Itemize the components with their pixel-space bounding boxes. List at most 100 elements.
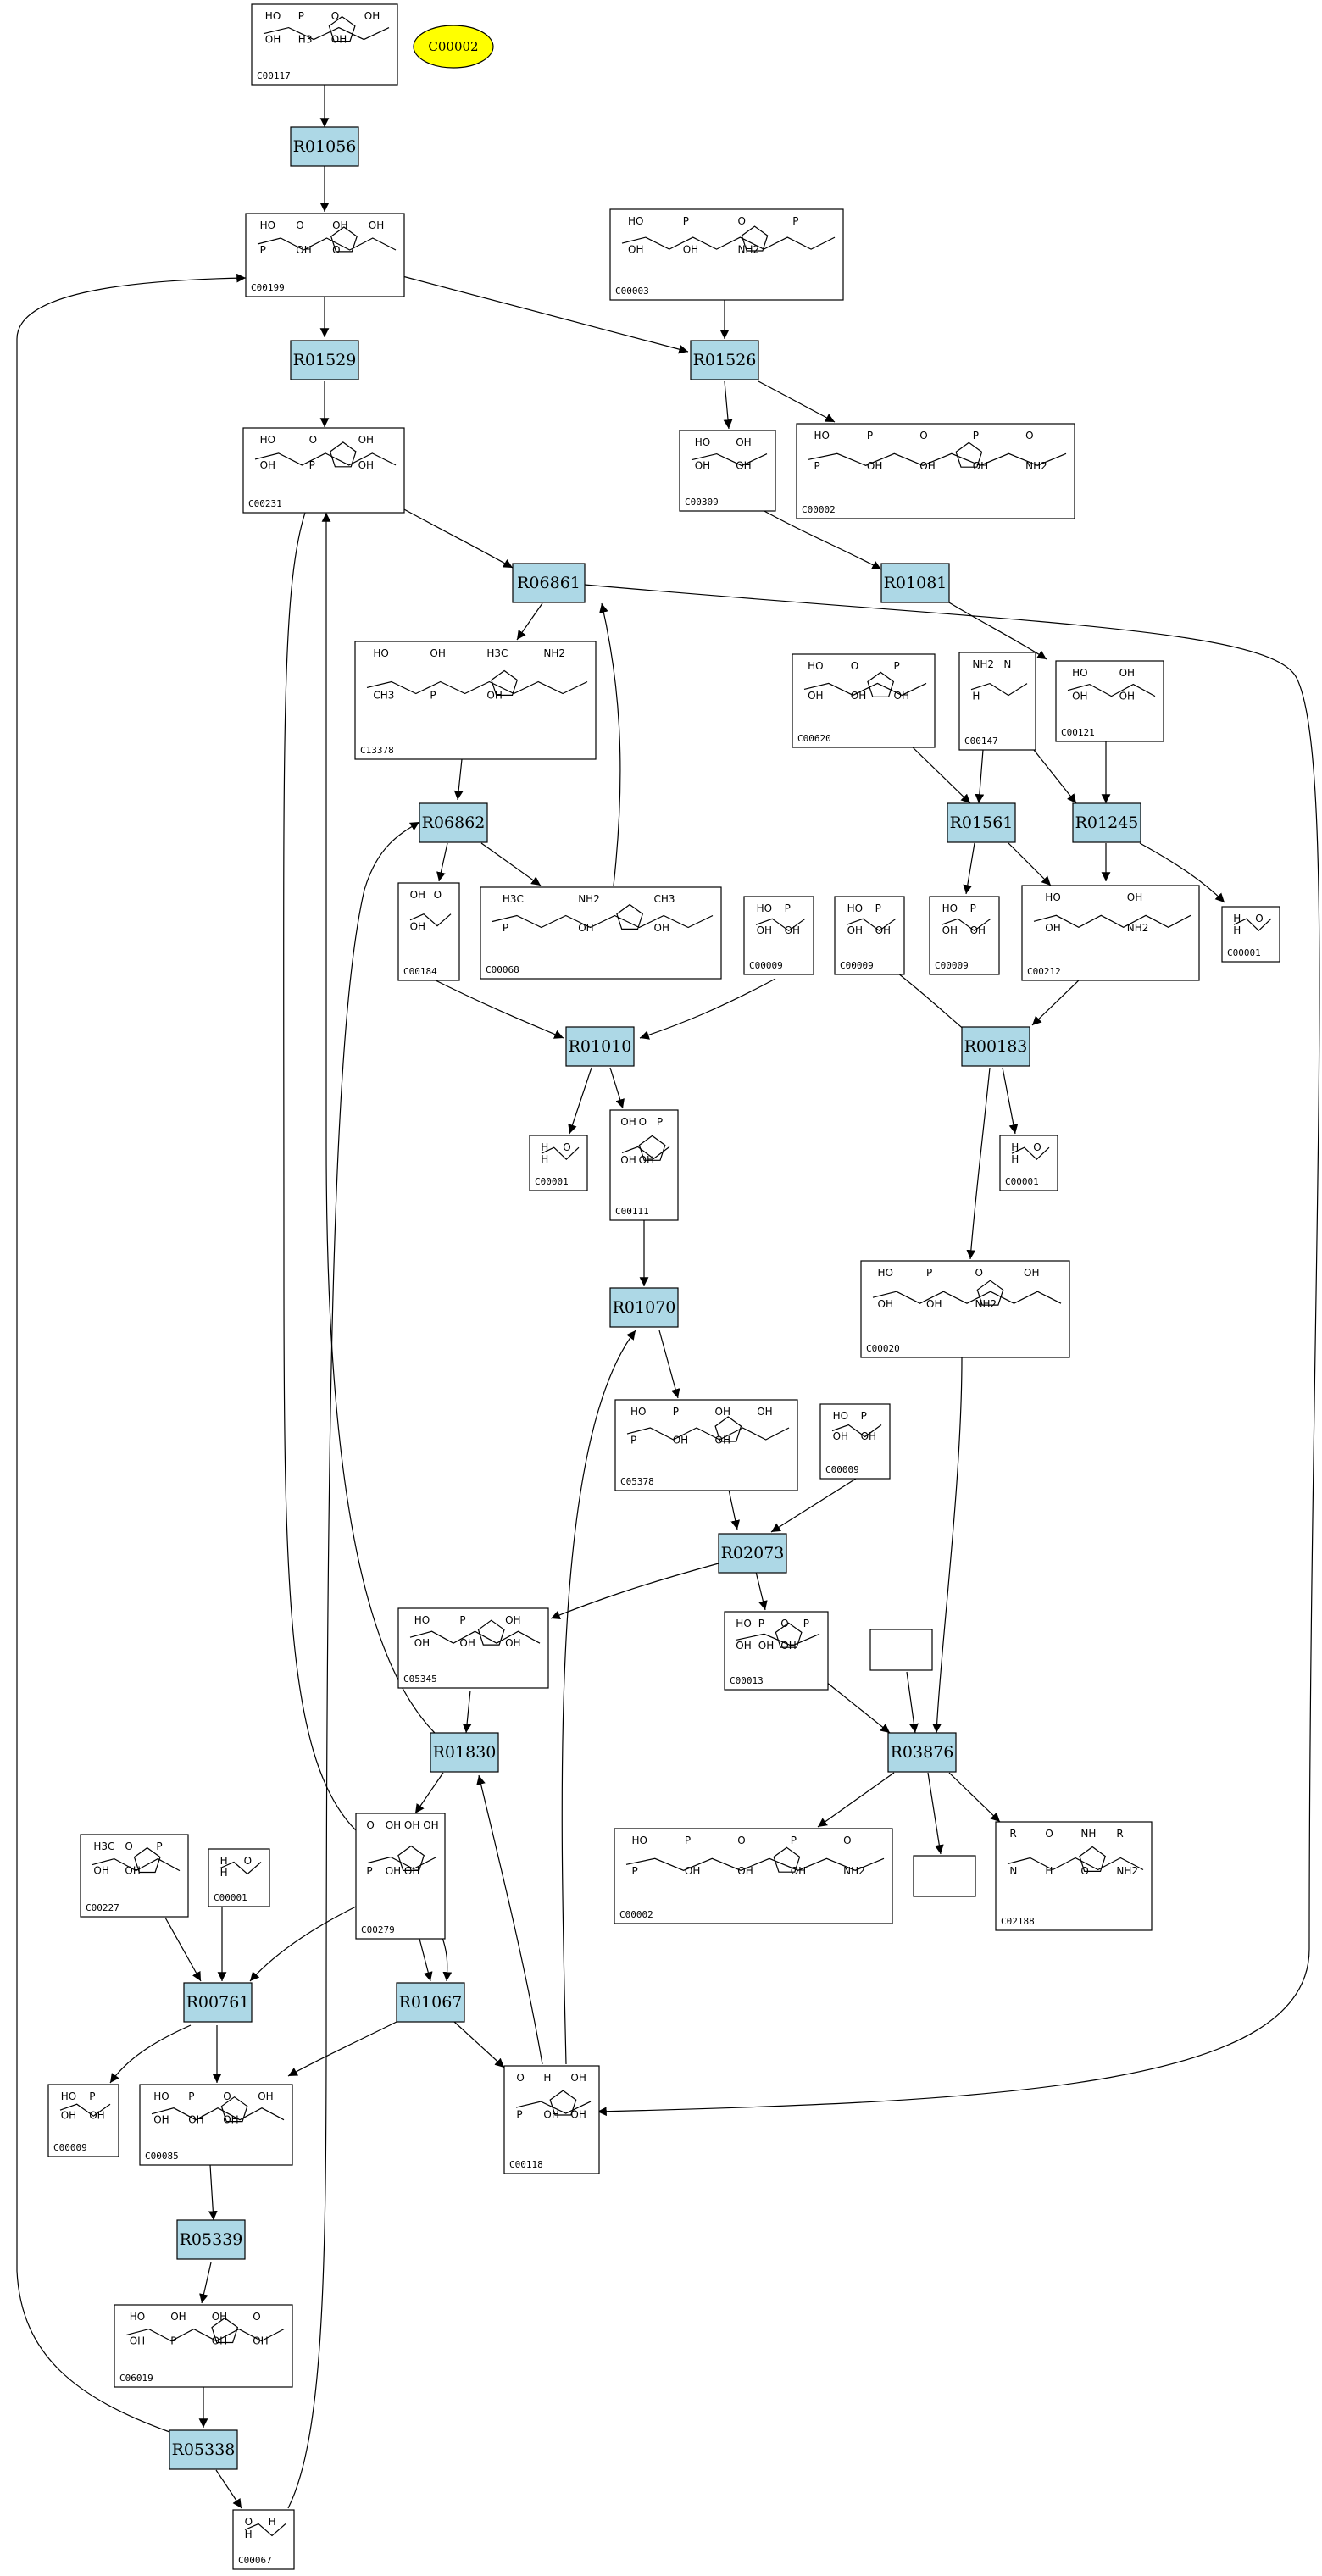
ring bbox=[397, 1845, 425, 1871]
compound-id-label: C06019 bbox=[119, 2373, 153, 2384]
compound-id-label: C00068 bbox=[486, 964, 519, 975]
edge-c00231-r06861 bbox=[402, 508, 514, 569]
compound-id-label: C00212 bbox=[1027, 966, 1061, 977]
reaction-r01070[interactable]: R01070 bbox=[609, 1287, 679, 1328]
compound-box bbox=[609, 208, 844, 301]
compound-cblank2[interactable] bbox=[913, 1855, 976, 1897]
compound-id-label: C05378 bbox=[620, 1476, 654, 1487]
atom-label: OH bbox=[1127, 891, 1142, 903]
atom-label: OH bbox=[386, 1865, 401, 1877]
reaction-r00761[interactable]: R00761 bbox=[183, 1982, 253, 2023]
ring bbox=[133, 1846, 161, 1874]
reaction-r03876[interactable]: R03876 bbox=[887, 1732, 957, 1773]
reaction-r01529[interactable]: R01529 bbox=[290, 340, 359, 380]
reaction-r05339[interactable]: R05339 bbox=[176, 2219, 246, 2260]
ring bbox=[638, 1135, 666, 1161]
bond-chain bbox=[941, 918, 992, 932]
compound-box bbox=[114, 2304, 293, 2388]
reaction-r01081[interactable]: R01081 bbox=[880, 563, 950, 603]
highlight-compound-node[interactable]: C00002 bbox=[413, 25, 494, 69]
atom-label: OH bbox=[715, 1406, 730, 1418]
bond-chain bbox=[263, 26, 390, 41]
atom-label: H bbox=[1045, 1865, 1053, 1877]
atom-label: OH bbox=[410, 921, 425, 933]
edge-r02073-c00013 bbox=[755, 1571, 768, 1611]
reaction-r01561[interactable]: R01561 bbox=[947, 802, 1016, 843]
compound-box bbox=[1021, 885, 1200, 981]
compound-id-label: C00147 bbox=[964, 736, 998, 747]
atom-label: OH bbox=[486, 690, 502, 702]
compound-id-label: C02188 bbox=[1001, 1916, 1035, 1927]
reaction-r01830[interactable]: R01830 bbox=[430, 1732, 499, 1773]
atom-label: OH bbox=[919, 460, 935, 472]
atom-label: OH bbox=[620, 1154, 636, 1166]
reaction-label: R01561 bbox=[950, 813, 1014, 832]
reaction-r02073[interactable]: R02073 bbox=[718, 1533, 787, 1574]
bond-chain bbox=[515, 2101, 592, 2114]
atom-label: OH bbox=[1072, 691, 1087, 702]
edge-c00212-r00183 bbox=[1031, 978, 1081, 1026]
reaction-r01010[interactable]: R01010 bbox=[565, 1026, 635, 1067]
reaction-r01067[interactable]: R01067 bbox=[396, 1982, 465, 2023]
compound-cblank1[interactable] bbox=[869, 1629, 933, 1671]
atom-label: HO bbox=[1072, 667, 1087, 679]
reaction-r01245[interactable]: R01245 bbox=[1072, 802, 1141, 843]
reaction-r01526[interactable]: R01526 bbox=[690, 340, 759, 380]
compound-id-label: C00111 bbox=[615, 1206, 649, 1217]
reaction-box bbox=[947, 802, 1016, 843]
reaction-label: R01056 bbox=[293, 137, 357, 156]
atom-label: P bbox=[683, 215, 689, 227]
atom-label: NH2 bbox=[1025, 460, 1047, 472]
edge-c00199-r01526 bbox=[402, 275, 689, 354]
edge-r03876-c02188 bbox=[948, 1772, 1001, 1823]
compound-id-label: C00118 bbox=[509, 2159, 543, 2170]
atom-label: OH bbox=[459, 1637, 475, 1649]
atom-label: P bbox=[785, 902, 791, 914]
reaction-r06862[interactable]: R06862 bbox=[419, 802, 488, 843]
reaction-r01056[interactable]: R01056 bbox=[290, 126, 359, 167]
atom-label: H3C bbox=[93, 1840, 114, 1852]
reaction-r06861[interactable]: R06861 bbox=[512, 563, 586, 603]
ring bbox=[616, 903, 644, 930]
reaction-r05338[interactable]: R05338 bbox=[169, 2429, 238, 2470]
compound-id-label: C00001 bbox=[535, 1176, 569, 1187]
reaction-r00183[interactable]: R00183 bbox=[961, 1026, 1030, 1067]
atom-label: OH bbox=[1119, 691, 1135, 702]
atom-label: OH bbox=[332, 219, 347, 231]
